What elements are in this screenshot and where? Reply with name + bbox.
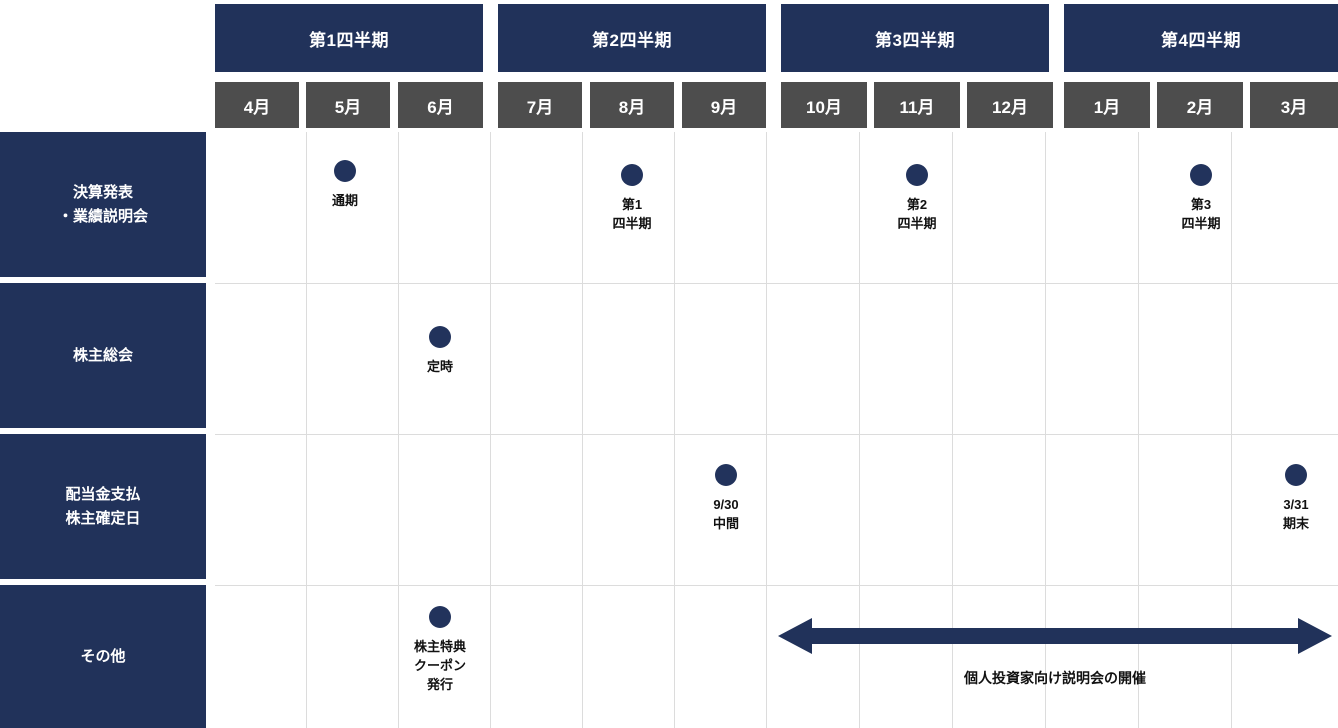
event-label: 定時 xyxy=(426,359,453,374)
event-dot-icon xyxy=(715,464,737,486)
quarter-header-1: 第1四半期 xyxy=(215,4,483,72)
event-dot-icon xyxy=(1190,164,1212,186)
calendar-body xyxy=(215,132,1338,728)
quarter-header-row: 第1四半期第2四半期第3四半期第4四半期 xyxy=(0,0,1338,72)
event-label: 3/31 期末 xyxy=(1282,497,1309,531)
grid-vline xyxy=(859,132,860,728)
event-marker-shareholders-meeting-6月: 定時 xyxy=(393,326,487,377)
event-label: 第3 四半期 xyxy=(1181,197,1221,231)
grid-vline xyxy=(582,132,583,728)
grid-vline xyxy=(1231,132,1232,728)
event-dot-icon xyxy=(1285,464,1307,486)
grid-vline xyxy=(306,132,307,728)
quarter-header-3: 第3四半期 xyxy=(781,4,1049,72)
grid-vline xyxy=(674,132,675,728)
month-header-2月: 2月 xyxy=(1157,82,1243,128)
event-marker-earnings-announcement-11月: 第2 四半期 xyxy=(870,164,964,234)
investor-briefing-arrow-label: 個人投資家向け説明会の開催 xyxy=(964,670,1146,686)
month-header-3月: 3月 xyxy=(1250,82,1338,128)
month-header-4月: 4月 xyxy=(215,82,299,128)
month-header-10月: 10月 xyxy=(781,82,867,128)
row-label-earnings-announcement: 決算発表・業績説明会 xyxy=(0,132,206,277)
investor-briefing-arrow xyxy=(778,618,1332,654)
event-marker-dividend-record-date-3月: 3/31 期末 xyxy=(1249,464,1338,534)
row-label-line: 配当金支払 xyxy=(65,486,141,504)
grid-hline xyxy=(215,434,1338,435)
event-label: 第1 四半期 xyxy=(612,197,652,231)
month-header-7月: 7月 xyxy=(498,82,582,128)
event-marker-earnings-announcement-5月: 通期 xyxy=(298,160,392,211)
grid-hline xyxy=(215,283,1338,284)
grid-hline xyxy=(215,585,1338,586)
event-marker-earnings-announcement-2月: 第3 四半期 xyxy=(1154,164,1248,234)
event-label: 株主特典 クーポン 発行 xyxy=(413,639,466,692)
row-label-line: 株主総会 xyxy=(72,346,133,364)
event-dot-icon xyxy=(429,326,451,348)
grid-vline xyxy=(490,132,491,728)
event-marker-dividend-record-date-9月: 9/30 中間 xyxy=(679,464,773,534)
double-arrow-icon xyxy=(778,618,1332,654)
grid-vline xyxy=(1045,132,1046,728)
event-marker-earnings-announcement-8月: 第1 四半期 xyxy=(585,164,679,234)
event-label: 第2 四半期 xyxy=(897,197,937,231)
row-label-other: その他 xyxy=(0,585,206,728)
quarter-header-4: 第4四半期 xyxy=(1064,4,1338,72)
event-dot-icon xyxy=(621,164,643,186)
month-header-6月: 6月 xyxy=(398,82,483,128)
month-header-12月: 12月 xyxy=(967,82,1053,128)
row-label-shareholders-meeting: 株主総会 xyxy=(0,283,206,428)
month-header-5月: 5月 xyxy=(306,82,390,128)
row-label-line: 株主確定日 xyxy=(65,509,141,527)
row-label-dividend-record-date: 配当金支払株主確定日 xyxy=(0,434,206,579)
event-label: 9/30 中間 xyxy=(712,497,739,531)
month-header-8月: 8月 xyxy=(590,82,674,128)
event-label: 通期 xyxy=(331,193,358,208)
quarter-header-2: 第2四半期 xyxy=(498,4,766,72)
grid-vline xyxy=(1138,132,1139,728)
grid-vline xyxy=(952,132,953,728)
month-header-11月: 11月 xyxy=(874,82,960,128)
row-label-line: ・業績説明会 xyxy=(57,207,148,225)
grid-vline xyxy=(398,132,399,728)
event-dot-icon xyxy=(906,164,928,186)
event-dot-icon xyxy=(429,606,451,628)
row-label-line: その他 xyxy=(80,647,126,665)
grid-vline xyxy=(766,132,767,728)
event-marker-other-6月: 株主特典 クーポン 発行 xyxy=(393,606,487,695)
month-header-9月: 9月 xyxy=(682,82,766,128)
event-dot-icon xyxy=(334,160,356,182)
month-header-1月: 1月 xyxy=(1064,82,1150,128)
row-label-line: 決算発表 xyxy=(72,184,133,202)
